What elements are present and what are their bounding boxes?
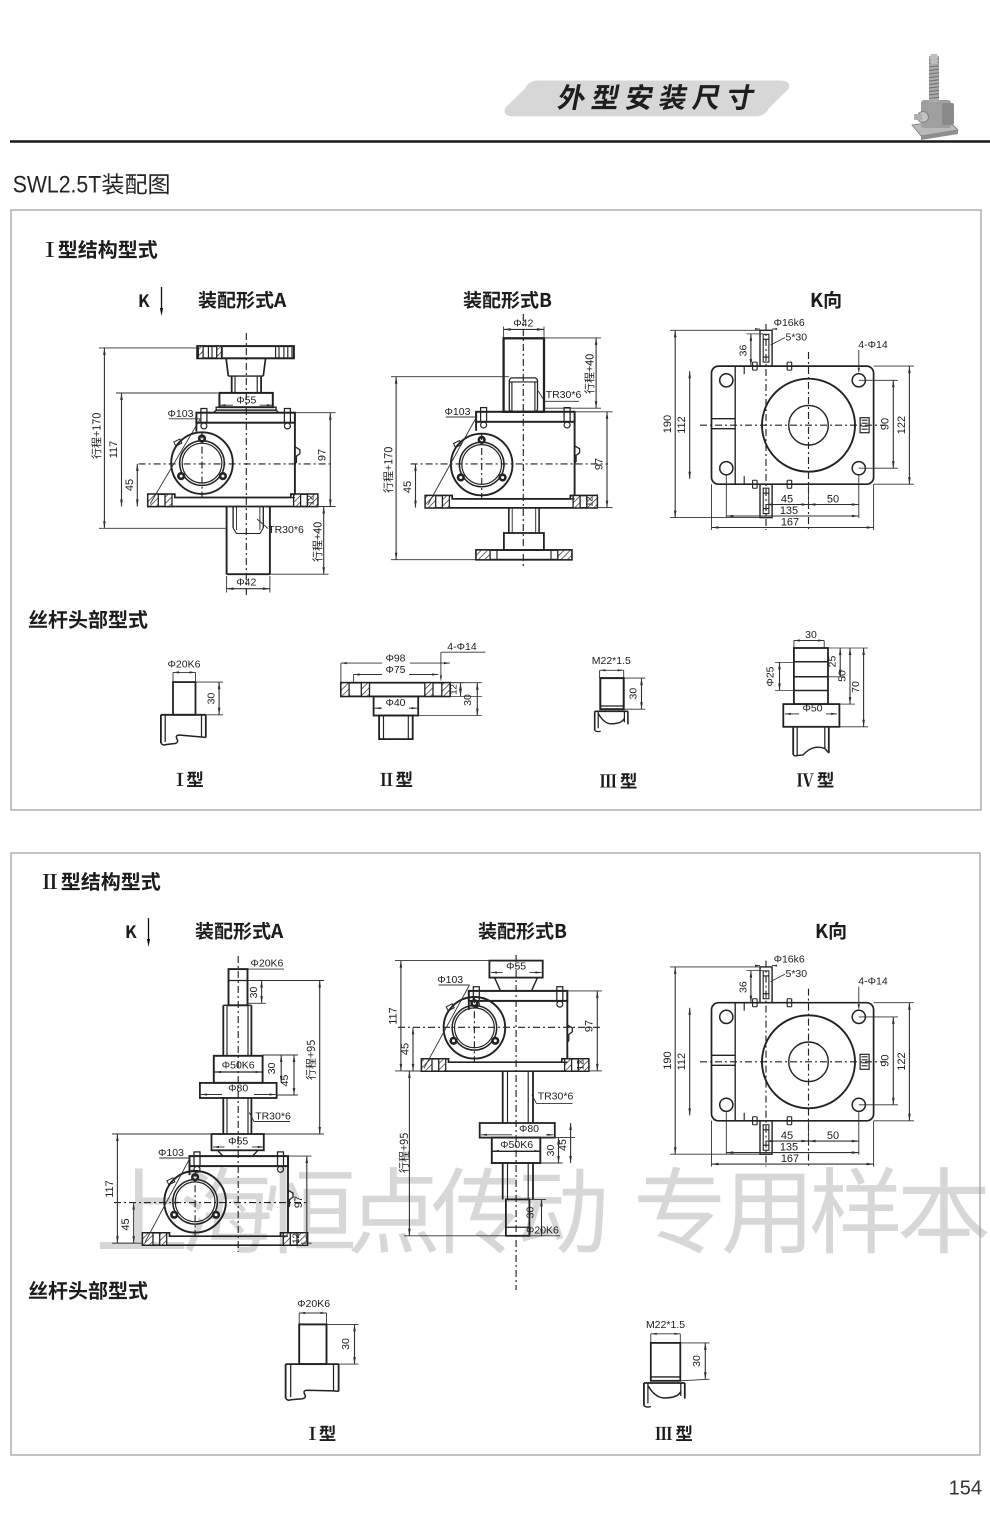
svg-text:36: 36 bbox=[737, 345, 749, 357]
svg-text:190: 190 bbox=[662, 415, 674, 433]
svg-text:TR30*6: TR30*6 bbox=[546, 389, 582, 401]
svg-text:Φ50K6: Φ50K6 bbox=[222, 1059, 255, 1071]
svg-text:50: 50 bbox=[827, 494, 839, 506]
svg-text:Φ98: Φ98 bbox=[385, 652, 405, 664]
svg-text:112: 112 bbox=[676, 416, 688, 434]
svg-text:12: 12 bbox=[585, 496, 596, 507]
svg-text:Φ75: Φ75 bbox=[385, 664, 405, 676]
svg-text:45: 45 bbox=[402, 481, 414, 493]
svg-text:90: 90 bbox=[880, 418, 892, 430]
svg-text:122: 122 bbox=[896, 1052, 908, 1070]
svg-text:112: 112 bbox=[676, 1053, 688, 1071]
svg-text:45: 45 bbox=[781, 494, 793, 506]
svg-text:12: 12 bbox=[306, 495, 317, 506]
svg-text:167: 167 bbox=[781, 1153, 799, 1165]
svg-text:45: 45 bbox=[399, 1043, 411, 1055]
svg-text:Φ20K6: Φ20K6 bbox=[297, 1298, 330, 1310]
svg-text:70: 70 bbox=[850, 681, 862, 693]
svg-text:Φ40: Φ40 bbox=[385, 697, 405, 709]
svg-text:30: 30 bbox=[545, 1145, 557, 1157]
svg-text:5*30: 5*30 bbox=[786, 332, 808, 344]
svg-text:Φ16k6: Φ16k6 bbox=[774, 317, 805, 329]
svg-text:122: 122 bbox=[896, 416, 908, 434]
svg-text:97: 97 bbox=[584, 1020, 596, 1032]
svg-text:50: 50 bbox=[836, 670, 848, 682]
svg-text:Φ103: Φ103 bbox=[437, 974, 463, 986]
svg-text:Φ80: Φ80 bbox=[519, 1123, 539, 1135]
svg-text:36: 36 bbox=[737, 981, 749, 993]
svg-text:154: 154 bbox=[949, 1478, 982, 1500]
svg-text:5*30: 5*30 bbox=[786, 968, 808, 980]
svg-text:4-Φ14: 4-Φ14 bbox=[447, 641, 477, 653]
svg-text:Φ103: Φ103 bbox=[168, 408, 194, 420]
svg-text:45: 45 bbox=[124, 479, 136, 491]
svg-text:Φ50K6: Φ50K6 bbox=[500, 1139, 533, 1151]
svg-text:190: 190 bbox=[662, 1051, 674, 1069]
svg-text:Φ50: Φ50 bbox=[802, 702, 822, 714]
svg-text:97: 97 bbox=[593, 458, 605, 470]
svg-text:4-Φ14: 4-Φ14 bbox=[858, 339, 888, 351]
svg-text:30: 30 bbox=[266, 1062, 278, 1074]
svg-text:135: 135 bbox=[780, 1142, 798, 1154]
svg-text:30: 30 bbox=[628, 688, 640, 700]
svg-text:M22*1.5: M22*1.5 bbox=[646, 1319, 685, 1331]
svg-text:25: 25 bbox=[827, 656, 839, 668]
svg-text:30: 30 bbox=[691, 1355, 703, 1367]
svg-text:50: 50 bbox=[827, 1130, 839, 1142]
svg-text:90: 90 bbox=[880, 1054, 892, 1066]
svg-text:12: 12 bbox=[576, 1060, 587, 1071]
svg-text:167: 167 bbox=[781, 517, 799, 529]
svg-text:117: 117 bbox=[108, 441, 120, 459]
svg-text:97: 97 bbox=[317, 449, 329, 461]
svg-text:TR30*6: TR30*6 bbox=[538, 1091, 574, 1103]
svg-text:Φ80: Φ80 bbox=[228, 1082, 248, 1094]
svg-text:117: 117 bbox=[104, 1180, 116, 1198]
svg-text:Φ20K6: Φ20K6 bbox=[526, 1225, 559, 1237]
svg-text:Φ55: Φ55 bbox=[236, 394, 256, 406]
svg-text:30: 30 bbox=[805, 629, 817, 641]
svg-text:TR30*6: TR30*6 bbox=[255, 1111, 291, 1123]
svg-text:Φ25: Φ25 bbox=[765, 666, 777, 686]
svg-text:Φ42: Φ42 bbox=[236, 577, 256, 589]
svg-text:12: 12 bbox=[448, 684, 459, 695]
svg-text:30: 30 bbox=[205, 693, 217, 705]
svg-text:45: 45 bbox=[557, 1139, 569, 1151]
svg-text:Φ20K6: Φ20K6 bbox=[251, 958, 284, 970]
svg-text:M22*1.5: M22*1.5 bbox=[592, 655, 631, 667]
svg-text:30: 30 bbox=[462, 694, 474, 706]
svg-text:TR30*6: TR30*6 bbox=[268, 524, 304, 536]
svg-text:Φ20K6: Φ20K6 bbox=[168, 659, 201, 671]
svg-text:Φ103: Φ103 bbox=[445, 406, 471, 418]
svg-text:Φ55: Φ55 bbox=[228, 1135, 248, 1147]
svg-text:45: 45 bbox=[781, 1130, 793, 1142]
svg-text:45: 45 bbox=[120, 1218, 132, 1230]
svg-text:Φ42: Φ42 bbox=[513, 318, 533, 330]
svg-text:30: 30 bbox=[340, 1338, 352, 1350]
svg-text:97: 97 bbox=[293, 1196, 305, 1208]
svg-text:30: 30 bbox=[524, 1207, 536, 1219]
svg-text:12: 12 bbox=[291, 1233, 302, 1244]
svg-text:117: 117 bbox=[387, 1007, 399, 1025]
svg-text:Φ16k6: Φ16k6 bbox=[774, 954, 805, 966]
svg-text:SWL2.5T: SWL2.5T bbox=[13, 172, 102, 199]
svg-text:4-Φ14: 4-Φ14 bbox=[858, 976, 888, 988]
svg-text:Φ103: Φ103 bbox=[158, 1147, 184, 1159]
svg-text:45: 45 bbox=[279, 1075, 291, 1087]
svg-text:Φ55: Φ55 bbox=[506, 960, 526, 972]
svg-text:30: 30 bbox=[248, 987, 260, 999]
svg-text:135: 135 bbox=[780, 505, 798, 517]
